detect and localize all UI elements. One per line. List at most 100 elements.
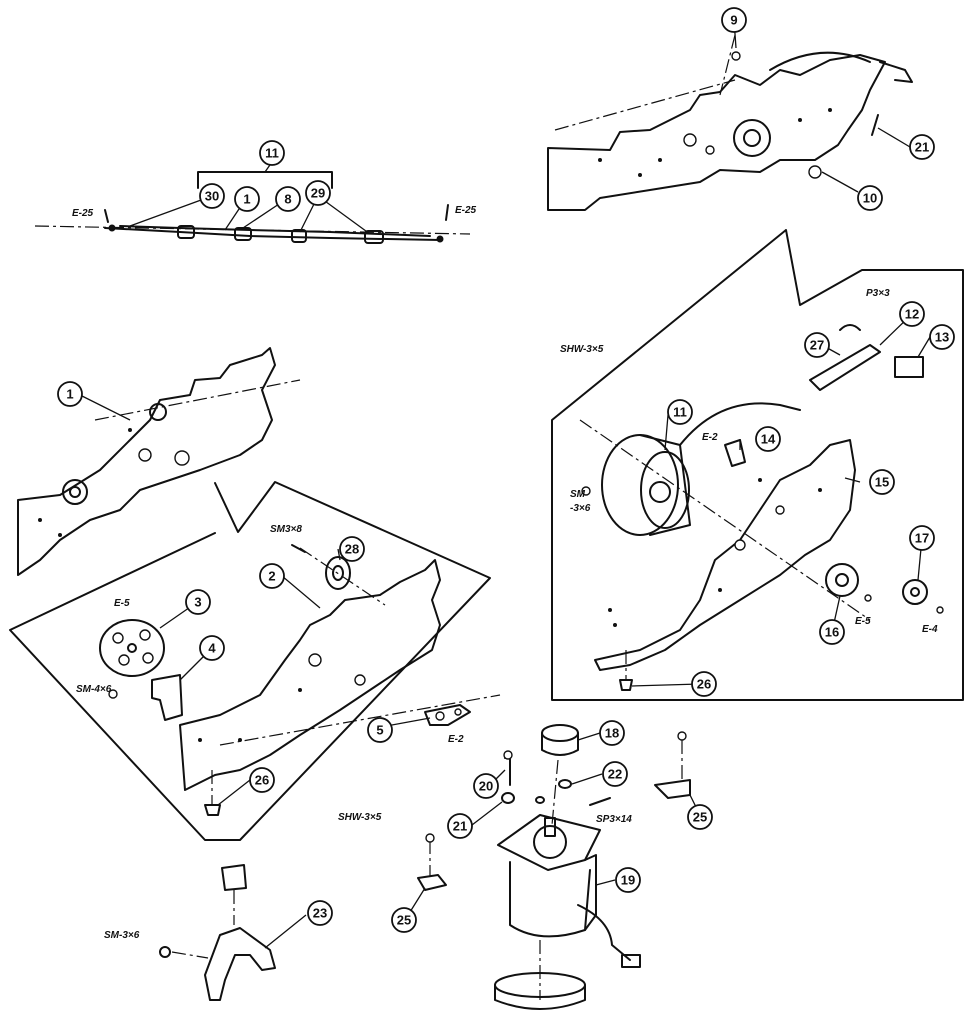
callout-e2-mid: E-2	[702, 432, 718, 443]
part-bubble-25-left: 25	[391, 907, 417, 933]
svg-text:21: 21	[915, 140, 929, 155]
callout-shw-3x5-lower: SHW-3×5	[338, 812, 382, 823]
callout-frame-right	[551, 229, 964, 701]
part-bubble-11: 11	[667, 399, 693, 425]
part-bubble-7: 1	[234, 186, 260, 212]
part-bubble-26-left: 26	[249, 767, 275, 793]
svg-text:14: 14	[761, 432, 776, 447]
svg-text:26: 26	[697, 677, 711, 692]
svg-text:30: 30	[205, 189, 219, 204]
part-bubble-21-top: 21	[909, 134, 935, 160]
svg-text:25: 25	[397, 913, 411, 928]
stepper-motor-assembly	[409, 724, 691, 1010]
right-exploded-assembly	[579, 324, 944, 691]
svg-text:1: 1	[66, 387, 73, 402]
cable-connector-4	[364, 230, 384, 244]
callout-sm-right-a: SM	[570, 489, 586, 500]
callout-sm-3x6-lower: SM-3×6	[104, 930, 140, 941]
callout-p3x3: P3×3	[866, 288, 890, 299]
callout-shw-3x5-right: SHW-3×5	[560, 344, 604, 355]
callout-frame-left	[9, 481, 491, 841]
part-bubble-14: 14	[755, 426, 781, 452]
cable-connector-1	[177, 225, 195, 239]
svg-text:12: 12	[905, 307, 919, 322]
disc-icon	[99, 619, 165, 677]
callout-e4: E-4	[922, 624, 938, 635]
gear-icon	[825, 563, 859, 597]
svg-text:5: 5	[376, 723, 383, 738]
pulley-icon	[62, 479, 88, 505]
svg-text:19: 19	[621, 873, 635, 888]
svg-text:28: 28	[345, 542, 359, 557]
callout-sm-4x6: SM-4×6	[76, 684, 112, 695]
svg-text:1: 1	[243, 192, 250, 207]
svg-text:10: 10	[863, 191, 877, 206]
svg-text:3: 3	[194, 595, 201, 610]
part-bubble-15: 15	[869, 469, 895, 495]
svg-text:13: 13	[935, 330, 949, 345]
callout-sp-3x14: SP3×14	[596, 814, 632, 825]
svg-text:22: 22	[608, 767, 622, 782]
pulley-icon	[541, 724, 579, 742]
left-exploded-assembly	[99, 544, 501, 816]
svg-text:21: 21	[453, 819, 467, 834]
chassis-plate-top-right	[547, 34, 913, 211]
part-bubble-12: 12	[899, 301, 925, 327]
svg-text:25: 25	[693, 810, 707, 825]
part-bubble-17: 17	[909, 525, 935, 551]
part-bubble-19: 19	[615, 867, 641, 893]
svg-text:20: 20	[479, 779, 493, 794]
gear-icon	[733, 119, 771, 157]
bracket-23	[159, 864, 276, 1001]
cable-loop	[769, 51, 871, 71]
callout-sm-3x8: SM3×8	[270, 524, 302, 535]
part-bubble-8: 8	[275, 186, 301, 212]
part-bubble-4: 4	[199, 635, 225, 661]
part-bubble-29: 29	[305, 180, 331, 206]
callout-e2-lower: E-2	[448, 734, 464, 745]
part-bubble-20: 20	[473, 773, 499, 799]
part-bubble-6: 11	[259, 140, 285, 166]
svg-text:9: 9	[730, 13, 737, 28]
svg-text:11: 11	[673, 405, 687, 420]
svg-text:29: 29	[311, 186, 325, 201]
part-bubble-10: 10	[857, 185, 883, 211]
part-bubble-21-bottom: 21	[447, 813, 473, 839]
callout-e25-right: E-25	[455, 205, 477, 216]
part-bubble-28: 28	[339, 536, 365, 562]
chassis-plate-left	[17, 347, 301, 576]
part-bubble-26-right: 26	[691, 671, 717, 697]
part-bubble-5: 5	[367, 717, 393, 743]
part-bubble-27: 27	[804, 332, 830, 358]
part-bubble-16: 16	[819, 619, 845, 645]
svg-text:2: 2	[268, 569, 275, 584]
gear-icon	[902, 579, 928, 605]
part-bubble-9: 9	[721, 7, 747, 33]
callout-sm-right-b: -3×6	[570, 503, 591, 514]
svg-text:18: 18	[605, 726, 619, 741]
svg-text:8: 8	[284, 192, 291, 207]
part-bubble-25-right: 25	[687, 804, 713, 830]
part-bubble-13: 13	[929, 324, 955, 350]
callout-e5-right: E-5	[855, 616, 871, 627]
svg-text:23: 23	[313, 906, 327, 921]
cable-connector-3	[291, 229, 307, 243]
part-bubble-3: 3	[185, 589, 211, 615]
part-bubble-22: 22	[602, 761, 628, 787]
part-bubble-23: 23	[307, 900, 333, 926]
part-bubble-30: 30	[199, 183, 225, 209]
part-bubble-18: 18	[599, 720, 625, 746]
gear-icon	[325, 556, 351, 590]
callout-e25-left: E-25	[72, 208, 94, 219]
svg-text:17: 17	[915, 531, 929, 546]
svg-text:11: 11	[265, 146, 279, 161]
callout-e5-left: E-5	[114, 598, 130, 609]
svg-text:27: 27	[810, 338, 824, 353]
part-bubble-1: 1	[57, 381, 83, 407]
part-bubble-2: 2	[259, 563, 285, 589]
svg-text:4: 4	[208, 641, 216, 656]
svg-text:26: 26	[255, 773, 269, 788]
svg-text:15: 15	[875, 475, 889, 490]
svg-text:16: 16	[825, 625, 839, 640]
